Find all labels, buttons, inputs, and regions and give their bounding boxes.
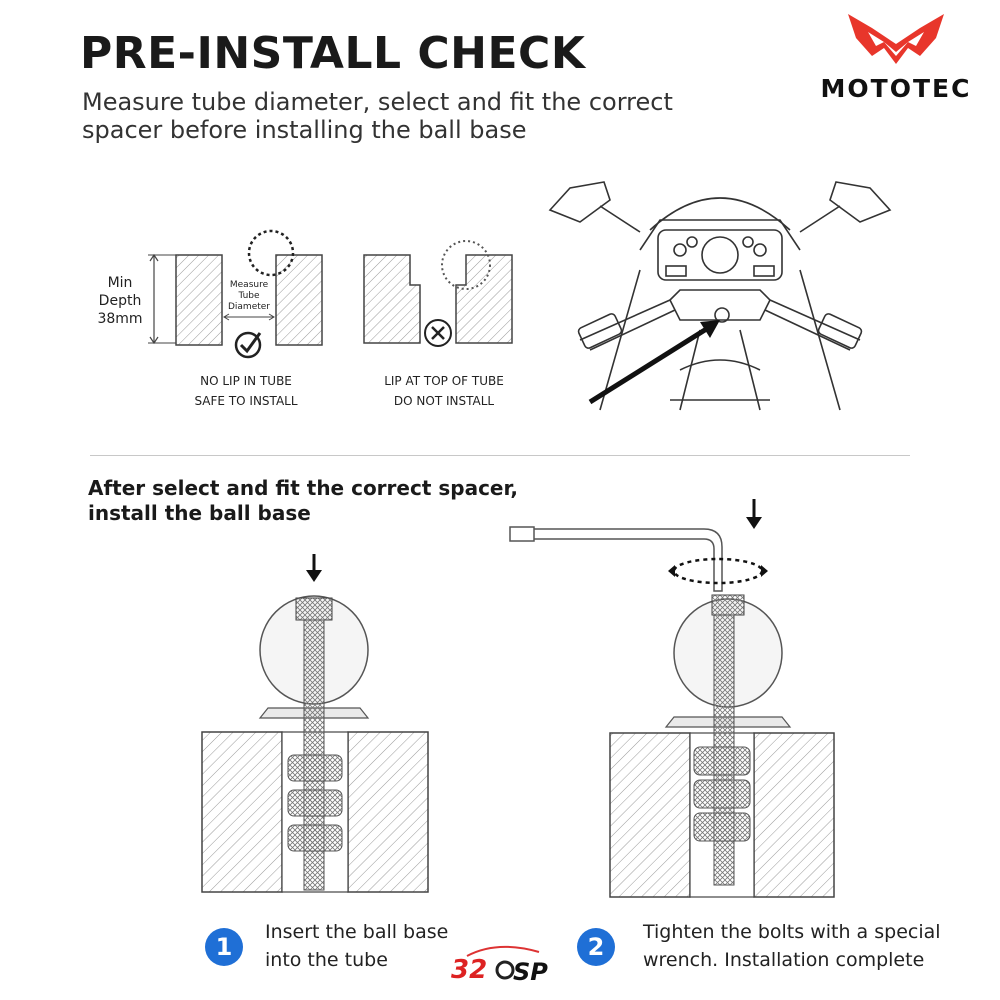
measure-label-line2: Tube xyxy=(237,291,260,301)
spacer-1 xyxy=(693,746,751,776)
spacer-2 xyxy=(287,789,343,817)
watermark-text-a: 32 xyxy=(451,955,487,985)
instrument-cluster xyxy=(657,229,783,281)
spacer-2 xyxy=(693,779,751,809)
ok-caption-line2: SAFE TO INSTALL xyxy=(194,394,297,408)
bad-caption-line2: DO NOT INSTALL xyxy=(394,394,494,408)
lip-wall-right xyxy=(455,254,513,344)
down-arrow-icon xyxy=(306,554,322,582)
step2-diagram xyxy=(509,499,835,898)
watermark-logo: 32 SP xyxy=(451,945,548,986)
cross-icon xyxy=(424,319,452,347)
watermark-text-b: SP xyxy=(513,958,548,986)
tube-check-diagram: Min Depth 38mm Measure Tube Diameter NO … xyxy=(97,229,513,408)
bad-caption-line1: LIP AT TOP OF TUBE xyxy=(384,374,504,388)
step-1-badge: 1 xyxy=(205,928,243,966)
spacer-3 xyxy=(287,824,343,852)
depth-label-line2: Depth xyxy=(99,293,142,309)
measure-label-line1: Measure xyxy=(230,280,269,290)
measure-circle-bad-icon xyxy=(441,240,491,290)
ok-caption-line1: NO LIP IN TUBE xyxy=(200,374,292,388)
page-title: PRE-INSTALL CHECK xyxy=(80,28,586,79)
tube-block-left xyxy=(201,731,283,893)
measure-label-line3: Diameter xyxy=(228,302,270,312)
tube-block-right xyxy=(347,731,429,893)
page-subtitle: Measure tube diameter, select and fit th… xyxy=(82,88,673,144)
section-heading: After select and fit the correct spacer,… xyxy=(88,476,519,525)
depth-label-line3: 38mm xyxy=(97,311,142,327)
tube-block-left xyxy=(609,732,691,898)
mototec-logo xyxy=(848,14,944,64)
spacer-1 xyxy=(287,754,343,782)
logo-mark-icon xyxy=(848,14,944,64)
motorcycle-illustration xyxy=(548,181,892,411)
spacer-3 xyxy=(693,812,751,842)
measure-circle-icon xyxy=(247,229,295,277)
checkmark-icon xyxy=(234,331,262,359)
windscreen xyxy=(649,197,791,231)
step1-diagram xyxy=(201,554,429,893)
depth-label-line1: Min xyxy=(108,275,133,291)
tube-block-right xyxy=(753,732,835,898)
tube-wall-right xyxy=(275,254,323,346)
step-1-text: Insert the ball base into the tube xyxy=(265,921,449,971)
down-arrow-icon xyxy=(746,499,762,529)
steering-stem-bolt-icon xyxy=(714,307,730,323)
tube-wall-left xyxy=(175,254,223,346)
lip-wall-left xyxy=(363,254,421,344)
allen-wrench-icon xyxy=(509,526,723,592)
step-2-badge: 2 xyxy=(577,928,615,966)
brand-name: MOTOTEC xyxy=(820,74,972,103)
mirror-right-icon xyxy=(829,181,892,223)
section-divider xyxy=(90,455,910,456)
mirror-left-icon xyxy=(548,181,611,223)
pointer-arrow xyxy=(588,325,710,405)
step-2-text: Tighten the bolts with a special wrench.… xyxy=(643,921,941,971)
